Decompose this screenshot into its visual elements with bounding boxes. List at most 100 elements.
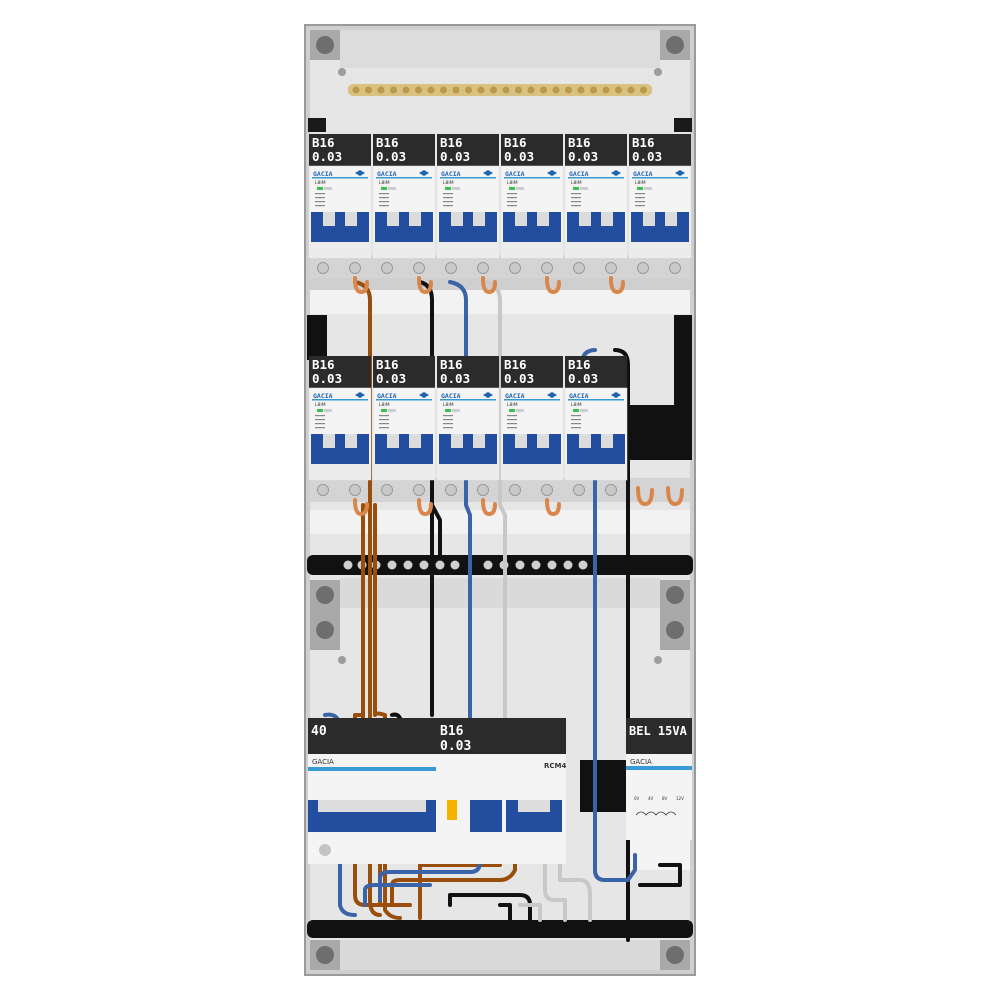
spec-line: [379, 423, 389, 425]
breaker-label-bg: [373, 356, 435, 388]
transformer-label: BEL 15VA: [629, 724, 688, 738]
terminal-screw: [605, 484, 617, 496]
wire-blue-6: [363, 883, 432, 907]
neutral-screw: [450, 560, 460, 570]
row1-breakers: B160.03GACIAL8IMB160.03GACIAL8IMB160.03G…: [308, 134, 692, 274]
spec-line: [443, 419, 453, 421]
main-switch[interactable]: 40 GACIA: [308, 718, 436, 864]
breaker-trip: 0.03: [632, 149, 662, 164]
breaker-toggle-center: [527, 434, 537, 448]
row3-din-rail: [580, 760, 630, 812]
transformer-volt-3: 12V: [676, 796, 684, 801]
wire-brown-6: [418, 863, 502, 920]
breaker-toggle-center: [335, 212, 345, 226]
transformer-volt-0: 0V: [634, 796, 640, 801]
wire-black-9: [638, 863, 682, 887]
spec-line: [507, 197, 517, 199]
brand-diamond-icon: [483, 170, 493, 176]
spec-line: [315, 419, 325, 421]
breaker-trip: 0.03: [504, 371, 534, 386]
breaker-model: L8IM: [315, 180, 326, 186]
spec-line: [571, 419, 581, 421]
transformer-brand: GACIA: [630, 758, 652, 766]
status-indicator-grey: [580, 409, 588, 412]
earth-screw: [602, 86, 610, 94]
copper-jumper: [417, 498, 433, 517]
brand-diamond-icon: [675, 170, 685, 176]
row1-busbar-dark: [310, 278, 690, 290]
terminal-screw: [509, 484, 521, 496]
neutral-screw: [578, 560, 588, 570]
copper-jumper: [417, 276, 433, 295]
corner-brackets: [310, 30, 690, 970]
breaker-rating: B16: [504, 357, 527, 372]
spec-line: [443, 423, 453, 425]
earth-screw: [452, 86, 460, 94]
rcm-handle[interactable]: [518, 800, 550, 812]
breaker-blue-line: [440, 177, 496, 179]
terminal-screw: [509, 262, 521, 274]
spec-line: [443, 205, 453, 207]
b16-breaker-row3[interactable]: B16 0.03: [436, 718, 502, 864]
breaker-label-bg: [501, 356, 563, 388]
earth-screw: [490, 86, 497, 94]
copper-jumper: [481, 276, 497, 295]
spec-line: [379, 201, 389, 203]
breaker-trip: 0.03: [312, 149, 342, 164]
breaker-model: L8IM: [507, 180, 518, 186]
status-indicator: [381, 409, 387, 412]
neutral-screw: [435, 560, 445, 570]
terminal-screw: [669, 262, 681, 274]
breaker-brand: GACIA: [377, 170, 397, 178]
terminal-screw: [349, 262, 361, 274]
breaker-blue-line: [632, 177, 688, 179]
wire-black-2: [430, 503, 442, 557]
breaker-brand: GACIA: [505, 170, 525, 178]
earth-screw: [440, 86, 447, 94]
transformer-coil: [635, 811, 677, 816]
earth-screw: [352, 86, 360, 94]
main-switch-handle[interactable]: [318, 800, 426, 812]
brand-diamond-icon: [483, 392, 493, 398]
spec-line: [315, 423, 325, 425]
terminal-screw: [541, 262, 553, 274]
spec-line: [571, 197, 581, 199]
breaker-model: L8IM: [443, 402, 454, 408]
breaker-trip: 0.03: [376, 149, 406, 164]
wire-blue-4: [378, 860, 482, 902]
wire-grey-4: [558, 858, 592, 922]
bottom-terminal-bar: [307, 920, 693, 938]
rcm-device[interactable]: RCM4: [502, 718, 566, 864]
earth-screw: [402, 86, 410, 94]
breaker-base: [309, 242, 371, 258]
breaker-label-bg: [629, 134, 691, 166]
breaker-rating: B16: [440, 135, 463, 150]
spec-line: [315, 201, 325, 203]
neutral-screw: [419, 560, 429, 570]
status-indicator: [317, 409, 323, 412]
copper-jumper: [353, 276, 369, 295]
terminal-screw: [381, 484, 393, 496]
breaker-brand: GACIA: [569, 392, 589, 400]
copper-jumper: [666, 486, 684, 507]
spec-line: [379, 415, 389, 417]
breaker-label-bg: [373, 134, 435, 166]
wire-blue-5: [580, 348, 637, 882]
breaker-toggle-center: [399, 434, 409, 448]
breaker-blue-line: [312, 177, 368, 179]
spec-line: [571, 193, 581, 195]
breaker-label-bg: [437, 356, 499, 388]
terminal-screw: [381, 262, 393, 274]
